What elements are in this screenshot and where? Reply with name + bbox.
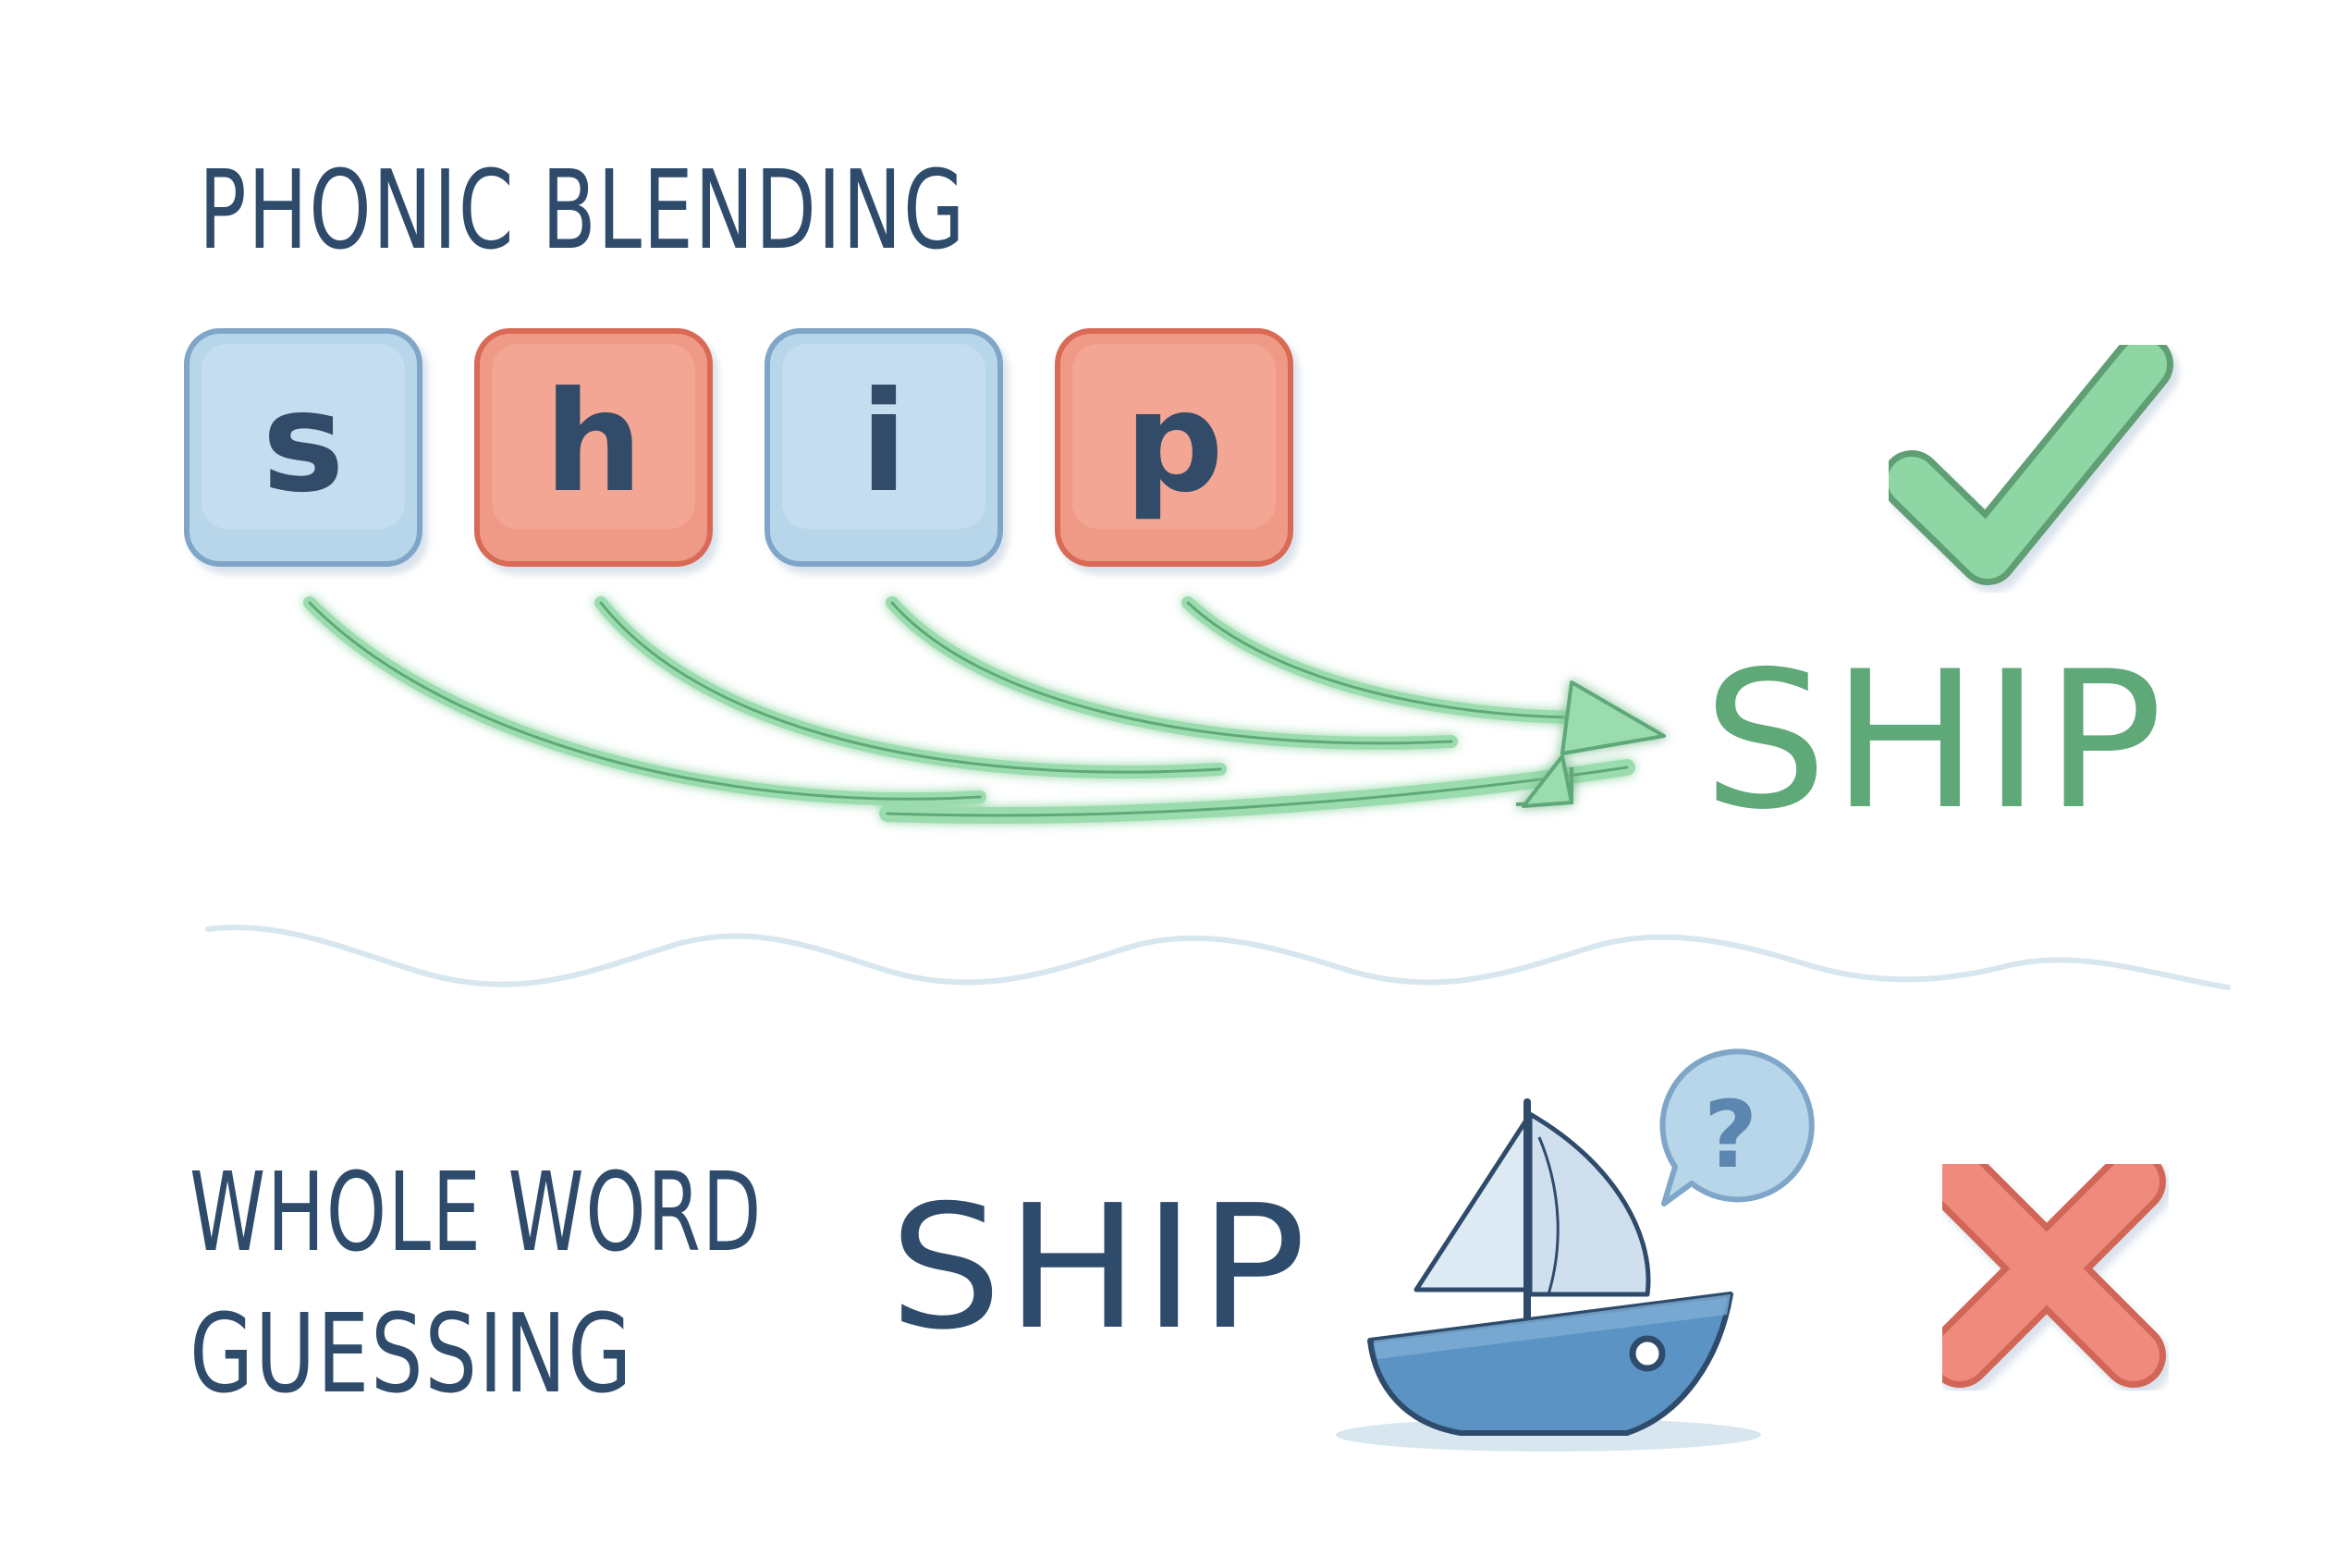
letter-tile-i-label: i	[860, 362, 907, 523]
boat-sail-left	[1413, 1116, 1530, 1292]
letter-tile-p	[1055, 328, 1293, 567]
boat-sail-right	[1527, 1111, 1651, 1297]
whole-word-title-line1: WHOLE WORD	[190, 1148, 763, 1276]
cross-icon	[1927, 1149, 2166, 1388]
whole-word-title-line2: GUESSING	[190, 1290, 633, 1417]
letter-tile-i	[765, 328, 1003, 567]
letter-tile-p-label: p	[1124, 362, 1223, 523]
blend-arrow-main	[879, 759, 1635, 824]
letter-tiles: s h i p	[184, 328, 1293, 567]
phonics-result-word: SHIP	[1703, 631, 2167, 851]
letter-tile-h	[474, 328, 713, 567]
question-bubble: ?	[1659, 1048, 1815, 1207]
blend-arrow-i	[886, 596, 1458, 750]
letter-tile-s	[184, 328, 422, 567]
arrow-head-upper	[1560, 680, 1666, 755]
phonic-blending-title: PHONIC BLENDING	[199, 146, 966, 274]
arrow-heads	[1515, 680, 1666, 808]
sailboat-icon	[1336, 1098, 1761, 1452]
blending-arrows	[303, 596, 1635, 824]
check-icon	[1881, 334, 2173, 585]
letter-tile-h-label: h	[544, 362, 643, 523]
boat-porthole	[1629, 1335, 1666, 1372]
section-divider-wave	[205, 925, 2231, 990]
question-mark-icon: ?	[1704, 1081, 1757, 1189]
boat-hull	[1367, 1292, 1733, 1436]
letter-tile-s-label: s	[262, 362, 344, 523]
whole-word-word: SHIP	[889, 1168, 1310, 1367]
blend-arrow-p	[1181, 596, 1587, 724]
